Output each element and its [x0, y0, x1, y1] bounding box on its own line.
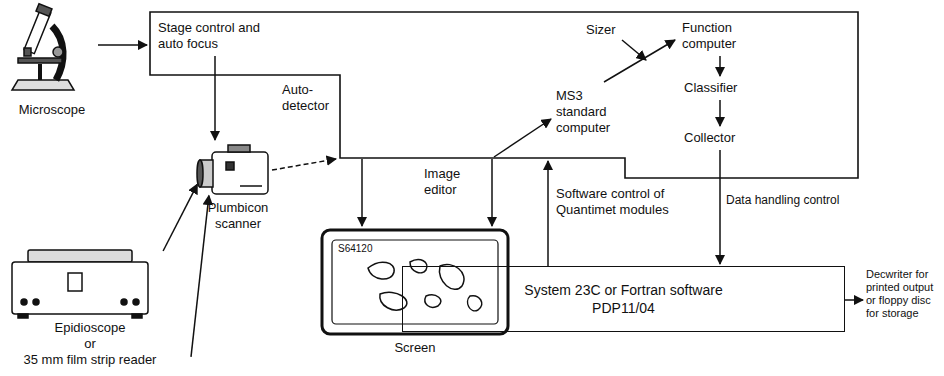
epidioscope-drawing-part	[28, 250, 132, 262]
epidioscope-drawing-part	[33, 299, 39, 305]
control-label: Stage control and auto focus	[158, 20, 276, 52]
control-label: Software control of Quantimet modules	[556, 186, 691, 218]
input-arrow	[191, 196, 209, 357]
epidioscope-drawing-part	[68, 273, 82, 291]
screen-drawing	[322, 230, 508, 334]
module-label: Image editor	[424, 166, 486, 198]
module-label: Collector	[684, 130, 764, 146]
node-text: Plumbicon scanner	[188, 200, 288, 232]
module-label: Auto- detector	[282, 82, 338, 114]
plumbicon-camera-drawing-part	[212, 152, 268, 194]
plumbicon-camera-drawing-part	[228, 145, 250, 152]
signal-wire-part	[547, 161, 549, 266]
signal-wire-part	[98, 44, 147, 46]
microscope-drawing-part	[24, 48, 31, 56]
signal-wire-part	[845, 299, 863, 301]
module-label: Function computer	[682, 20, 762, 52]
plumbicon-camera-drawing-part	[226, 162, 234, 170]
plumbicon-camera-drawing-part	[197, 160, 203, 187]
screen-drawing-part	[322, 230, 508, 334]
node-text: Microscope	[2, 102, 102, 118]
signal-wire-part	[719, 150, 721, 264]
signal-wire-part	[272, 159, 336, 170]
screen-drawing-part	[332, 240, 498, 324]
signal-wire-part	[494, 119, 551, 157]
screen-drawing-part	[425, 295, 441, 307]
screen-drawing-part	[368, 262, 394, 279]
node-text: 35 mm film strip reader	[5, 352, 175, 368]
signal-wire-part	[719, 100, 721, 126]
microscope-drawing-part	[18, 58, 62, 63]
module-label: Sizer	[586, 22, 626, 38]
scanner-figure: Plumbicon scanner	[188, 142, 304, 236]
epidioscope-drawing-part	[18, 314, 28, 318]
computer-box: System 23C or Fortran software PDP11/04	[402, 266, 845, 332]
module-label: Classifier	[684, 80, 764, 96]
signal-wire-part	[214, 56, 216, 140]
microscope-drawing-part	[52, 26, 63, 80]
microscope-drawing	[12, 4, 74, 90]
epidioscope-drawing-part	[12, 262, 148, 314]
microscope-drawing-part	[12, 80, 74, 90]
epidioscope-figure: Epidioscopeor35 mm film strip reader	[5, 246, 191, 372]
signal-wire-part	[491, 159, 493, 226]
microscope-figure: Microscope	[2, 4, 118, 122]
plumbicon-camera-drawing-part	[240, 185, 262, 187]
signal-wire-part	[604, 40, 675, 82]
signal-wire-part	[622, 40, 646, 60]
screen-drawing-part	[468, 296, 482, 311]
node-text: or	[5, 336, 175, 352]
epidioscope-drawing-part	[21, 299, 27, 305]
microscope-drawing-part	[36, 4, 52, 17]
input-arrow	[163, 184, 197, 251]
plumbicon-camera-drawing	[197, 145, 268, 194]
node-text: Screen	[318, 340, 512, 356]
control-label: Data handling control	[726, 192, 856, 208]
signal-wire-part	[361, 159, 363, 226]
output-note: Decwriter for printed output or floppy d…	[866, 268, 942, 320]
epidioscope-drawing-part	[133, 299, 139, 305]
screen-readout: S64120	[338, 242, 398, 255]
epidioscope-drawing	[12, 250, 148, 318]
microscope-drawing-part	[38, 64, 42, 80]
screen-drawing-part	[439, 264, 464, 289]
screen-figure: S64120Screen	[318, 228, 528, 360]
microscope-drawing-part	[53, 47, 63, 57]
module-label: MS3 standard computer	[556, 88, 636, 136]
epidioscope-drawing-part	[132, 314, 142, 318]
node-text: Epidioscope	[5, 320, 175, 336]
node-text: System 23C or Fortran software PDP11/04	[513, 281, 734, 317]
epidioscope-drawing-part	[121, 299, 127, 305]
signal-wire-part	[719, 56, 721, 76]
